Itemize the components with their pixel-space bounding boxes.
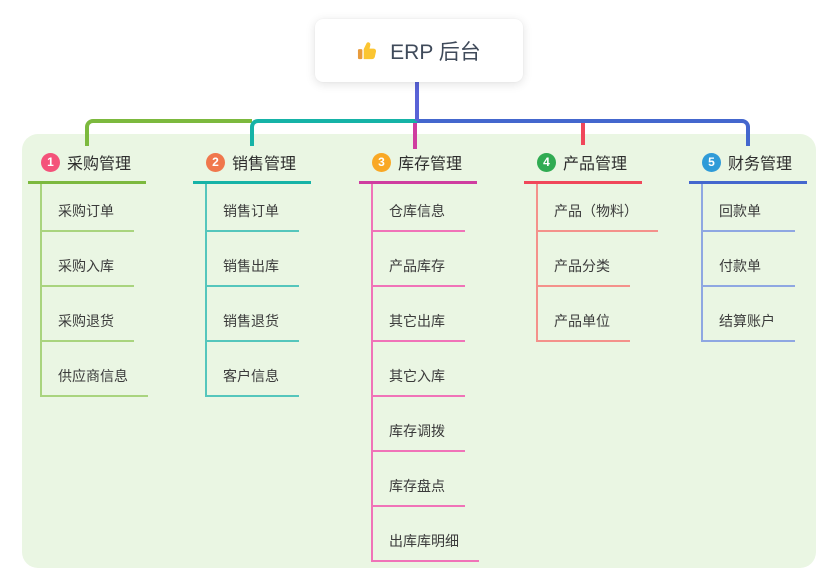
branch-column: 2 销售管理 销售订单销售出库销售退货客户信息 — [193, 148, 329, 397]
child-item-label: 采购入库 — [58, 258, 114, 274]
child-item[interactable]: 仓库信息 — [373, 184, 465, 232]
branch-number-badge: 2 — [206, 152, 225, 172]
branch-number-badge: 3 — [372, 152, 391, 172]
child-item[interactable]: 库存调拨 — [373, 397, 465, 452]
child-item[interactable]: 产品单位 — [538, 287, 630, 342]
root-connector — [415, 80, 419, 121]
child-item-label: 其它入库 — [389, 368, 445, 384]
child-item-label: 产品（物料） — [554, 203, 638, 219]
child-item[interactable]: 库存盘点 — [373, 452, 465, 507]
child-item-label: 出库库明细 — [389, 533, 459, 549]
branch-title[interactable]: 1 采购管理 — [28, 148, 146, 184]
child-item-label: 回款单 — [719, 203, 761, 219]
child-item[interactable]: 出库库明细 — [373, 507, 479, 562]
branch-title[interactable]: 5 财务管理 — [689, 148, 807, 184]
branch-column: 4 产品管理 产品（物料） 产品分类产品单位 — [524, 148, 660, 342]
child-item-label: 销售出库 — [223, 258, 279, 274]
branch-title[interactable]: 2 销售管理 — [193, 148, 311, 184]
thumbs-up-icon — [358, 42, 377, 60]
branch-children: 回款单付款单结算账户 — [701, 184, 825, 342]
child-item[interactable]: 产品分类 — [538, 232, 630, 287]
branch-children: 采购订单采购入库采购退货供应商信息 — [40, 184, 164, 397]
child-item[interactable]: 采购退货 — [42, 287, 134, 342]
child-item[interactable]: 销售退货 — [207, 287, 299, 342]
child-item[interactable]: 回款单 — [703, 184, 795, 232]
branch-title-label: 销售管理 — [232, 156, 297, 173]
branch-title-label: 财务管理 — [728, 156, 793, 173]
branch-title-label: 采购管理 — [67, 156, 132, 173]
child-item[interactable]: 销售出库 — [207, 232, 299, 287]
connector-branch-3 — [413, 119, 417, 149]
branch-number-badge: 4 — [537, 152, 556, 172]
child-item-label: 采购订单 — [58, 203, 114, 219]
child-item-label: 库存调拨 — [389, 423, 445, 439]
child-item[interactable]: 销售订单 — [207, 184, 299, 232]
child-item-label: 产品库存 — [389, 258, 445, 274]
child-item-label: 销售订单 — [223, 203, 279, 219]
child-item[interactable]: 付款单 — [703, 232, 795, 287]
child-item[interactable]: 采购订单 — [42, 184, 134, 232]
branch-number-badge: 1 — [41, 152, 60, 172]
child-item-label: 库存盘点 — [389, 478, 445, 494]
root-label: ERP 后台 — [390, 40, 481, 64]
child-item-label: 供应商信息 — [58, 368, 128, 384]
child-item[interactable]: 采购入库 — [42, 232, 134, 287]
branch-title-label: 产品管理 — [563, 156, 628, 173]
child-item-label: 仓库信息 — [389, 203, 445, 219]
branch-children: 仓库信息产品库存其它出库其它入库库存调拨库存盘点出库库明细 — [371, 184, 495, 562]
branch-title[interactable]: 3 库存管理 — [359, 148, 477, 184]
branch-number-badge: 5 — [702, 152, 721, 172]
connector-branch-1 — [85, 119, 252, 146]
branch-children: 销售订单销售出库销售退货客户信息 — [205, 184, 329, 397]
child-item-label: 结算账户 — [719, 313, 775, 329]
branch-children: 产品（物料） 产品分类产品单位 — [536, 184, 660, 342]
child-item-label: 销售退货 — [223, 313, 279, 329]
child-item-label: 采购退货 — [58, 313, 114, 329]
child-item-label: 付款单 — [719, 258, 761, 274]
child-item[interactable]: 其它入库 — [373, 342, 465, 397]
child-item[interactable]: 供应商信息 — [42, 342, 148, 397]
connector-branch-5 — [417, 119, 750, 146]
child-item[interactable]: 其它出库 — [373, 287, 465, 342]
child-item-label: 产品分类 — [554, 258, 610, 274]
branch-column: 1 采购管理 采购订单采购入库采购退货供应商信息 — [28, 148, 164, 397]
branch-column: 5 财务管理 回款单付款单结算账户 — [689, 148, 825, 342]
branch-column: 3 库存管理 仓库信息产品库存其它出库其它入库库存调拨库存盘点出库库明细 — [359, 148, 495, 562]
child-item-label: 其它出库 — [389, 313, 445, 329]
child-item[interactable]: 产品（物料） — [538, 184, 658, 232]
child-item-label: 客户信息 — [223, 368, 279, 384]
child-item[interactable]: 产品库存 — [373, 232, 465, 287]
connector-branch-2 — [250, 119, 417, 146]
branch-title-label: 库存管理 — [398, 156, 463, 173]
root-node[interactable]: ERP 后台 — [315, 19, 523, 82]
child-item[interactable]: 客户信息 — [207, 342, 299, 397]
branch-title[interactable]: 4 产品管理 — [524, 148, 642, 184]
panel: 1 采购管理 采购订单采购入库采购退货供应商信息 2 销售管理 销售订单销售出库… — [22, 134, 816, 568]
child-item[interactable]: 结算账户 — [703, 287, 795, 342]
child-item-label: 产品单位 — [554, 313, 610, 329]
connector-branch-4 — [581, 119, 585, 145]
